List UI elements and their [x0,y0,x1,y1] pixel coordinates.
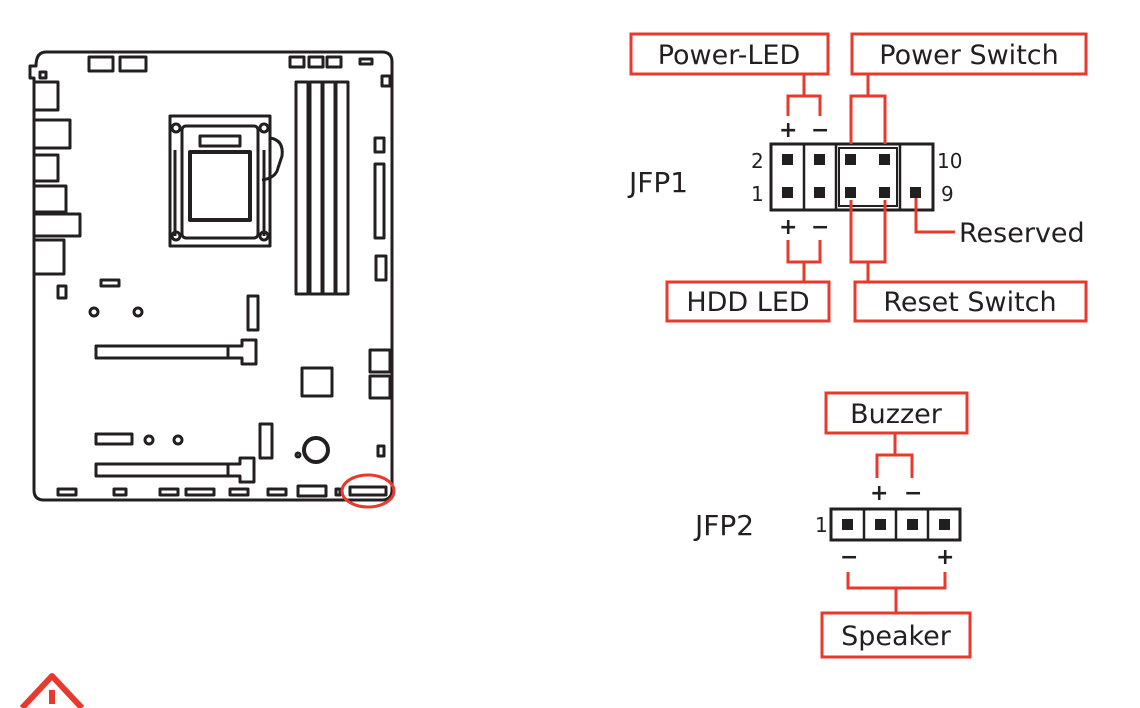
hdd-led-label-box [665,280,831,323]
jfp1-pin-1: 1 [751,182,764,206]
jfp1-power-led-minus: − [811,118,829,143]
reset-switch-label: Reset Switch [883,287,1056,318]
reset-switch-label-box [853,280,1088,323]
power-led-label-box [629,32,830,76]
jfp1-leader-lines [786,74,955,282]
hdd-led-label: HDD LED [686,287,809,318]
motherboard-icon [28,50,394,502]
jfp1-title: JFP1 [627,166,688,199]
reserved-label: Reserved [959,218,1085,249]
speaker-label-box [820,611,972,659]
jfp2-title: JFP2 [693,509,754,542]
buzzer-label: Buzzer [850,399,943,430]
jfp1-power-led-plus: + [779,118,797,143]
jfp2-header [829,507,962,542]
power-switch-label-box [850,32,1088,76]
power-switch-label: Power Switch [879,40,1058,71]
jfp2-pin-1: 1 [815,513,828,537]
buzzer-minus: − [904,481,922,506]
power-led-label: Power-LED [658,40,801,71]
header-highlight-circle [340,473,396,509]
jfp1-pin-9: 9 [941,182,954,206]
speaker-minus: − [840,545,858,570]
jfp1-hdd-led-minus: − [811,215,829,240]
buzzer-label-box [824,391,969,435]
jfp1-hdd-led-plus: + [779,215,797,240]
jfp1-pin-2: 2 [751,149,764,173]
jfp1-pin-10: 10 [937,149,962,173]
buzzer-plus: + [870,481,888,506]
speaker-label: Speaker [841,621,952,652]
speaker-plus: + [936,545,954,570]
jfp2-leader-lines [846,433,947,613]
warning-icon [19,673,85,708]
